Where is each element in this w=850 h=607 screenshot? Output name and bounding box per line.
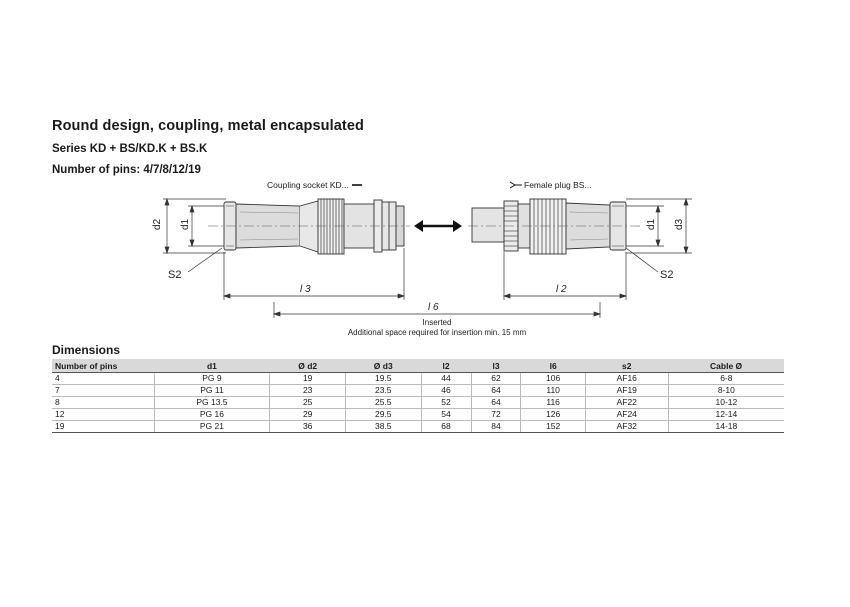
dimension-d1-left [188,204,224,248]
table-cell: 64 [470,384,521,397]
table-cell: AF32 [584,420,669,433]
socket-label: Coupling socket KD... [267,180,349,190]
table-cell: 12-14 [667,408,784,421]
table-cell: 25 [269,396,346,409]
table-cell: 25.5 [344,396,422,409]
column-header: l6 [520,359,586,373]
label-d1-left: d1 [180,218,191,230]
table-cell: PG 13.5 [153,396,270,409]
label-d3: d3 [674,218,685,230]
label-d1-right: d1 [646,218,657,230]
series-subtitle: Series KD + BS/KD.K + BS.K [52,143,208,155]
label-s2-right: S2 [660,269,673,281]
table-cell: 19 [269,372,346,385]
table-cell: 46 [420,384,472,397]
insertion-note: Additional space required for insertion … [348,328,527,337]
page-title: Round design, coupling, metal encapsulat… [52,118,364,134]
label-d2: d2 [152,218,163,230]
dimensions-title: Dimensions [52,343,121,357]
table-cell: 6-8 [667,372,784,385]
label-l3: l 3 [300,284,311,295]
column-header: d1 [154,359,270,373]
dimension-l2 [502,252,628,300]
table-cell: 29.5 [344,408,422,421]
dimension-l6 [272,302,602,318]
table-cell: PG 11 [153,384,270,397]
table-cell: 126 [520,408,586,421]
table-cell: 68 [420,420,472,433]
table-row: 19 PG 21 36 38.5 68 84 152 AF32 14-18 [52,420,784,433]
table-cell: 7 [52,384,154,397]
table-cell: 84 [470,420,521,433]
table-cell: 8-10 [667,384,784,397]
column-header: l2 [421,359,472,373]
dimension-d3 [626,197,692,255]
dimension-d2 [163,197,226,255]
coupling-socket-drawing [223,198,405,255]
table-cell: AF22 [584,396,669,409]
table-row: 12 PG 16 29 29.5 54 72 126 AF24 12-14 [52,408,784,421]
table-cell: 152 [520,420,586,433]
table-header-row: Number of pins d1 Ø d2 Ø d3 l2 l3 l6 s2 … [52,359,784,373]
table-cell: 23 [269,384,346,397]
table-cell: AF19 [584,384,669,397]
table-row: 4 PG 9 19 19.5 44 62 106 AF16 6-8 [52,372,784,385]
technical-drawing: d2 d1 S2 Coupling socket KD... l 3 [152,180,692,337]
dimension-d1-right [626,204,664,248]
table-cell: 4 [52,372,154,385]
table-cell: 19 [52,420,154,433]
table-row: 7 PG 11 23 23.5 46 64 110 AF19 8-10 [52,384,784,397]
table-cell: 72 [470,408,521,421]
table-cell: AF24 [584,408,669,421]
column-header: s2 [585,359,669,373]
table-cell: 52 [420,396,472,409]
table-cell: 44 [420,372,472,385]
table-cell: 64 [470,396,521,409]
table-cell: PG 16 [153,408,270,421]
table-cell: 29 [269,408,346,421]
table-cell: 116 [520,396,586,409]
table-cell: 54 [420,408,472,421]
table-cell: 23.5 [344,384,422,397]
dimensions-table: Number of pins d1 Ø d2 Ø d3 l2 l3 l6 s2 … [52,359,784,433]
table-cell: PG 21 [153,420,270,433]
table-cell: 110 [520,384,586,397]
column-header: Cable Ø [668,359,784,373]
table-cell: AF16 [584,372,669,385]
table-row: 8 PG 13.5 25 25.5 52 64 116 AF22 10-12 [52,396,784,409]
label-s2-left: S2 [168,269,181,281]
table-cell: PG 9 [153,372,270,385]
pins-subtitle: Number of pins: 4/7/8/12/19 [52,164,201,176]
table-cell: 38.5 [344,420,422,433]
table-cell: 106 [520,372,586,385]
table-cell: 36 [269,420,346,433]
plug-label: Female plug BS... [524,180,592,190]
inserted-label: Inserted [423,318,452,327]
table-cell: 12 [52,408,154,421]
label-l2: l 2 [556,284,567,295]
column-header: Ø d3 [345,359,422,373]
table-cell: 19.5 [344,372,422,385]
table-cell: 8 [52,396,154,409]
female-plug-drawing [471,198,627,255]
dimension-l3 [222,248,406,300]
table-cell: 62 [470,372,521,385]
table-cell: 14-18 [667,420,784,433]
table-cell: 10-12 [667,396,784,409]
column-header: Ø d2 [269,359,346,373]
double-arrow-icon [414,220,462,232]
column-header: l3 [471,359,521,373]
column-header: Number of pins [52,359,154,373]
label-l6: l 6 [428,302,439,313]
